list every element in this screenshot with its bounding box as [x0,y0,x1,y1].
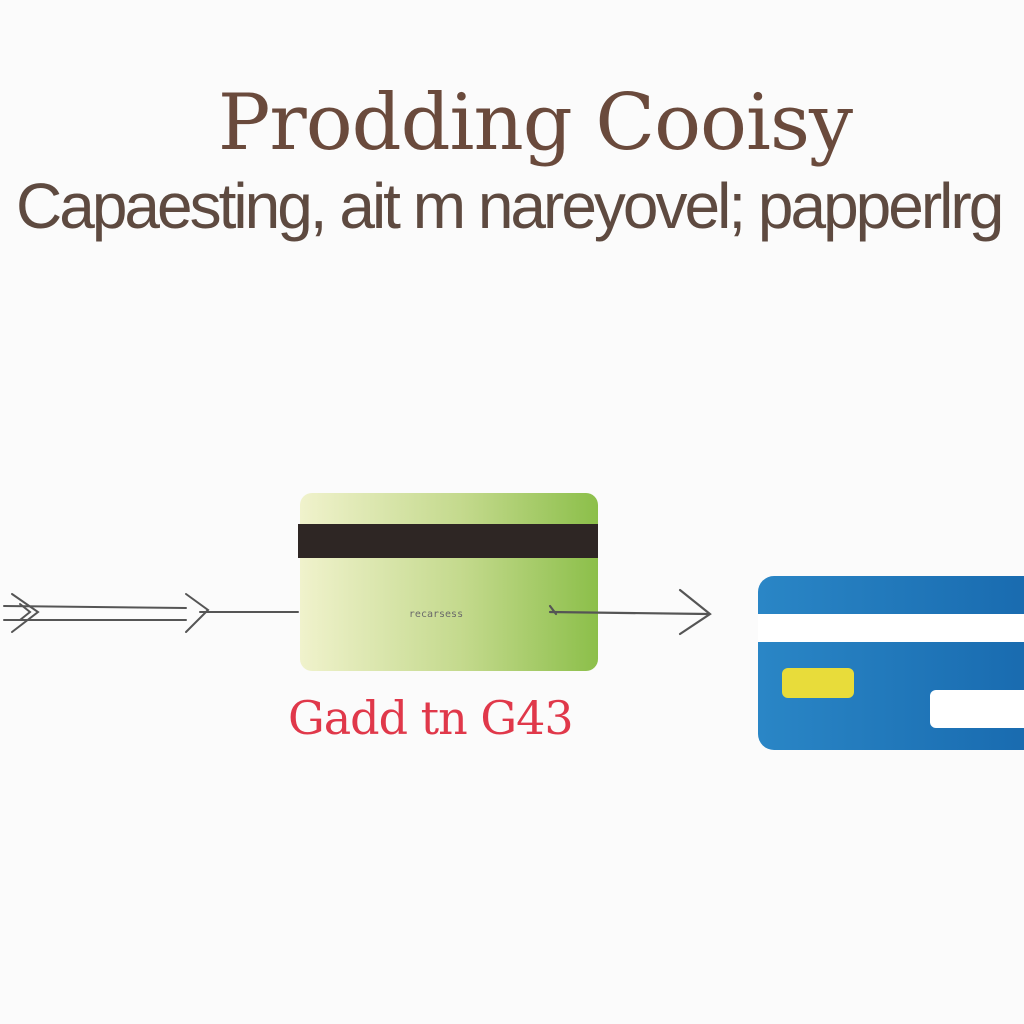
incoming-arrow-icon [3,593,299,633]
source-card-body [300,493,598,671]
source-card: recarsess [298,493,598,671]
page-title: Prodding Cooisy [217,78,853,168]
arrow-right-icon [548,588,712,636]
amount-label: Gadd tn G43 [288,691,574,745]
destination-card-field [930,690,1024,728]
page-subtitle: Capaesting, ait m nareyovel; papperlrg [16,170,1004,242]
magnetic-stripe [298,524,598,558]
chip-icon [782,668,854,698]
credit-card-icon [758,576,1024,750]
source-card-label: recarsess [409,609,463,620]
destination-card-band [758,614,1024,642]
